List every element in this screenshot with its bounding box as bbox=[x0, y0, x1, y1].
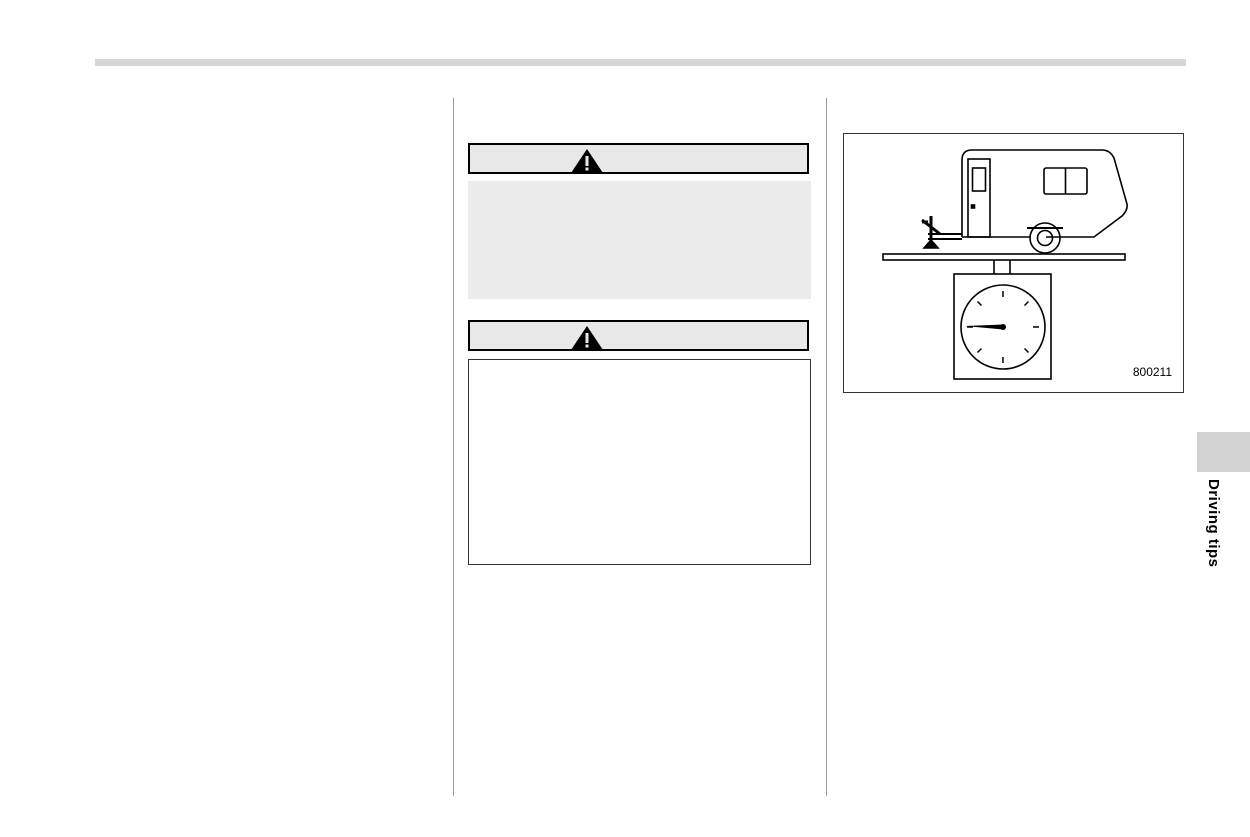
warning-header-2 bbox=[468, 320, 809, 351]
column-divider-left bbox=[453, 98, 454, 796]
section-tab bbox=[1197, 432, 1250, 472]
column-divider-right bbox=[826, 98, 827, 796]
warning-triangle-icon bbox=[571, 326, 603, 350]
trailer-on-scale-illustration bbox=[882, 149, 1128, 380]
header-rule bbox=[95, 59, 1186, 66]
section-tab-label: Driving tips bbox=[1205, 479, 1222, 568]
warning-body-2 bbox=[468, 359, 811, 565]
warning-header-1 bbox=[468, 143, 809, 174]
warning-triangle-icon bbox=[571, 149, 603, 173]
figure-trailer-scale: 800211 bbox=[843, 133, 1184, 393]
warning-body-1 bbox=[468, 181, 811, 299]
figure-code: 800211 bbox=[1132, 365, 1172, 379]
